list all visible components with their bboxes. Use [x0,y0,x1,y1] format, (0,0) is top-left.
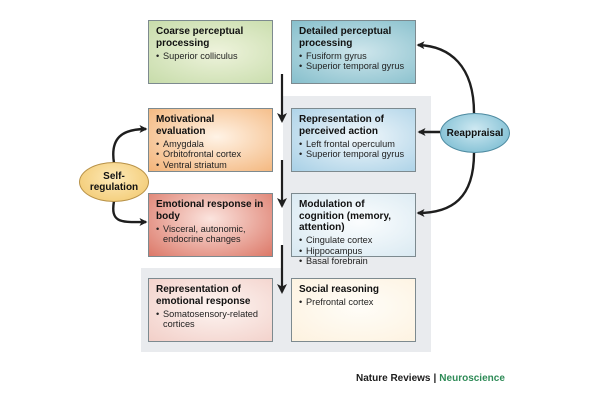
self-regulation-arrow-down [112,200,148,227]
box-title: Coarse perceptual processing [156,26,244,49]
box-title: Representation of perceived action [299,114,385,137]
box-representation-perceived-action: Representation of perceived action Left … [291,108,416,172]
region-list: Left frontal operculum Superior temporal… [299,139,409,160]
region-list: Somatosensory-related cortices [156,309,266,330]
region-list: Superior colliculus [156,51,266,62]
box-representation-emotional-response: Representation of emotional response Som… [148,278,273,342]
box-coarse-perceptual-processing: Coarse perceptual processing Superior co… [148,20,273,84]
region-item: Visceral, autonomic, endocrine changes [156,224,266,245]
self-regulation-arrow-up [112,125,148,164]
region-item: Superior temporal gyrus [299,149,409,160]
region-item: Orbitofrontal cortex [156,149,266,160]
region-item: Superior colliculus [156,51,266,62]
region-list: Prefrontal cortex [299,297,409,308]
region-item: Cingulate cortex [299,235,409,246]
region-item: Prefrontal cortex [299,297,409,308]
box-social-reasoning: Social reasoning Prefrontal cortex [291,278,416,342]
region-list: Visceral, autonomic, endocrine changes [156,224,266,245]
box-title: Emotional response in body [156,199,264,222]
publisher-name: Nature Reviews [356,373,431,384]
box-title: Motivational evaluation [156,114,215,137]
box-title: Detailed perceptual processing [299,26,392,49]
reappraisal-label: Reappraisal [446,127,504,139]
region-item: Hippocampus [299,246,409,257]
region-item: Somatosensory-related cortices [156,309,266,330]
region-list: Cingulate cortex Hippocampus Basal foreb… [299,235,409,267]
box-title: Representation of emotional response [156,284,251,307]
box-modulation-of-cognition: Modulation of cognition (memory, attenti… [291,193,416,266]
region-list: Amygdala Orbitofrontal cortex Ventral st… [156,139,266,171]
box-detailed-perceptual-processing: Detailed perceptual processing Fusiform … [291,20,416,84]
region-item: Left frontal operculum [299,139,409,150]
credit-separator: | [433,373,437,384]
box-emotional-response-in-body: Emotional response in body Visceral, aut… [148,193,273,257]
region-item: Superior temporal gyrus [299,61,409,72]
region-item: Ventral striatum [156,160,266,171]
journal-name: Neuroscience [439,373,505,384]
box-title: Modulation of cognition (memory, attenti… [299,199,392,233]
region-list: Fusiform gyrus Superior temporal gyrus [299,51,409,72]
self-regulation-label: Self- regulation [89,171,139,193]
reappraisal-node: Reappraisal [440,113,510,153]
self-regulation-node: Self- regulation [79,162,149,202]
region-item: Fusiform gyrus [299,51,409,62]
region-item: Basal forebrain [299,256,409,267]
box-title: Social reasoning [299,284,380,295]
region-item: Amygdala [156,139,266,150]
publication-credit: Nature Reviews|Neuroscience [356,373,505,384]
box-motivational-evaluation: Motivational evaluation Amygdala Orbitof… [148,108,273,172]
